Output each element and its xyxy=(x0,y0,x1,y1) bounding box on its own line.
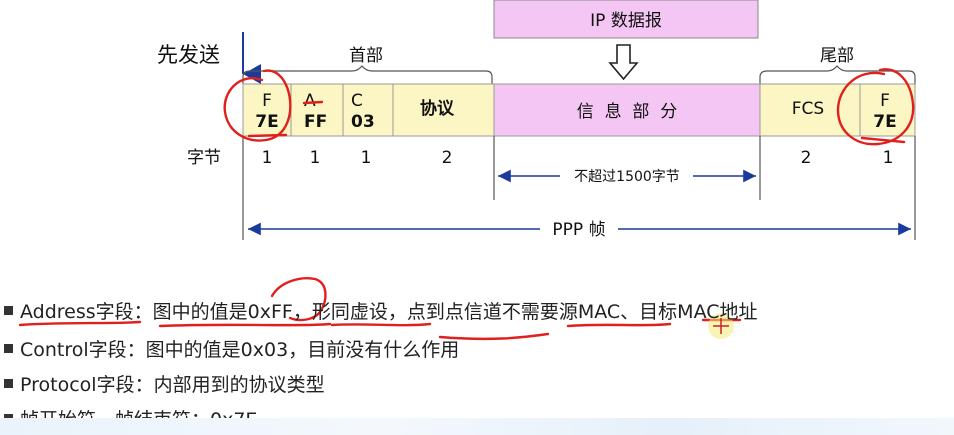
cursor-crosshair-icon xyxy=(713,318,729,334)
bytes-fcs: 2 xyxy=(801,148,812,168)
bytes-row-label: 字节 xyxy=(187,148,221,168)
header-brace xyxy=(242,65,493,84)
field-end-flag-top: F xyxy=(880,91,890,111)
bytes-end-flag: 1 xyxy=(883,148,894,168)
field-fcs-label: FCS xyxy=(792,99,824,119)
field-protocol-label: 协议 xyxy=(420,98,455,119)
field-control-bottom: 03 xyxy=(351,112,375,132)
field-control xyxy=(342,83,394,137)
annotation-underline-no-mac xyxy=(566,322,672,328)
annotation-circle-0xff xyxy=(270,277,327,322)
bullet-square-icon xyxy=(4,305,13,315)
trailer-brace xyxy=(759,65,916,84)
bytes-start-flag: 1 xyxy=(262,148,273,168)
bytes-control: 1 xyxy=(361,148,372,168)
bullet-address-text: Address字段：图中的值是0xFF，形同虚设，点到点信道不需要源MAC、目标… xyxy=(20,300,758,323)
encapsulate-arrow-icon xyxy=(608,44,639,81)
field-end-flag-bottom: 7E xyxy=(873,112,896,132)
field-start-flag xyxy=(242,83,292,137)
annotation-circle-end-flag xyxy=(836,68,915,146)
red-annotations xyxy=(18,68,915,341)
field-address-top: A xyxy=(304,91,316,111)
bullet-address: Address字段：图中的值是0xFF，形同虚设，点到点信道不需要源MAC、目标… xyxy=(4,296,758,324)
trailer-label: 尾部 xyxy=(820,46,854,66)
ip-datagram-label: IP 数据报 xyxy=(590,11,662,31)
bullet-protocol-text: Protocol字段：内部用到的协议类型 xyxy=(20,373,325,396)
bullet-square-icon xyxy=(4,378,13,388)
header-label: 首部 xyxy=(349,46,383,66)
bytes-address: 1 xyxy=(310,148,321,168)
annotation-underline-description xyxy=(158,322,332,328)
annotation-underline-p2p xyxy=(438,332,550,341)
annotation-underline-address xyxy=(302,100,324,105)
ppp-frame-label: PPP 帧 xyxy=(552,220,605,240)
field-end-flag xyxy=(859,83,916,137)
field-start-flag-bottom: 7E xyxy=(255,112,278,132)
bullet-protocol: Protocol字段：内部用到的协议类型 xyxy=(4,369,325,397)
slide-bottom-decoration xyxy=(0,418,954,435)
annotation-circle-start-flag xyxy=(223,69,292,142)
annotation-underline-virtual xyxy=(330,322,432,327)
bullet-control: Control字段：图中的值是0x03，目前没有什么作用 xyxy=(4,334,459,362)
annotation-underline-address-field xyxy=(18,320,142,327)
bytes-protocol: 2 xyxy=(442,148,453,168)
bullet-control-text: Control字段：图中的值是0x03，目前没有什么作用 xyxy=(20,338,460,361)
field-start-flag-top: F xyxy=(262,91,272,111)
field-address-bottom: FF xyxy=(304,112,327,132)
sender-label: 先发送 xyxy=(157,43,220,67)
info-length-label: 不超过1500字节 xyxy=(574,169,680,185)
field-control-top: C xyxy=(351,91,363,111)
bullet-square-icon xyxy=(4,343,13,353)
annotation-underline-start-flag xyxy=(247,133,288,138)
field-information-label: 信 息 部 分 xyxy=(577,102,677,122)
annotation-underline-end-flag xyxy=(860,136,906,144)
ip-datagram-box xyxy=(493,0,759,39)
